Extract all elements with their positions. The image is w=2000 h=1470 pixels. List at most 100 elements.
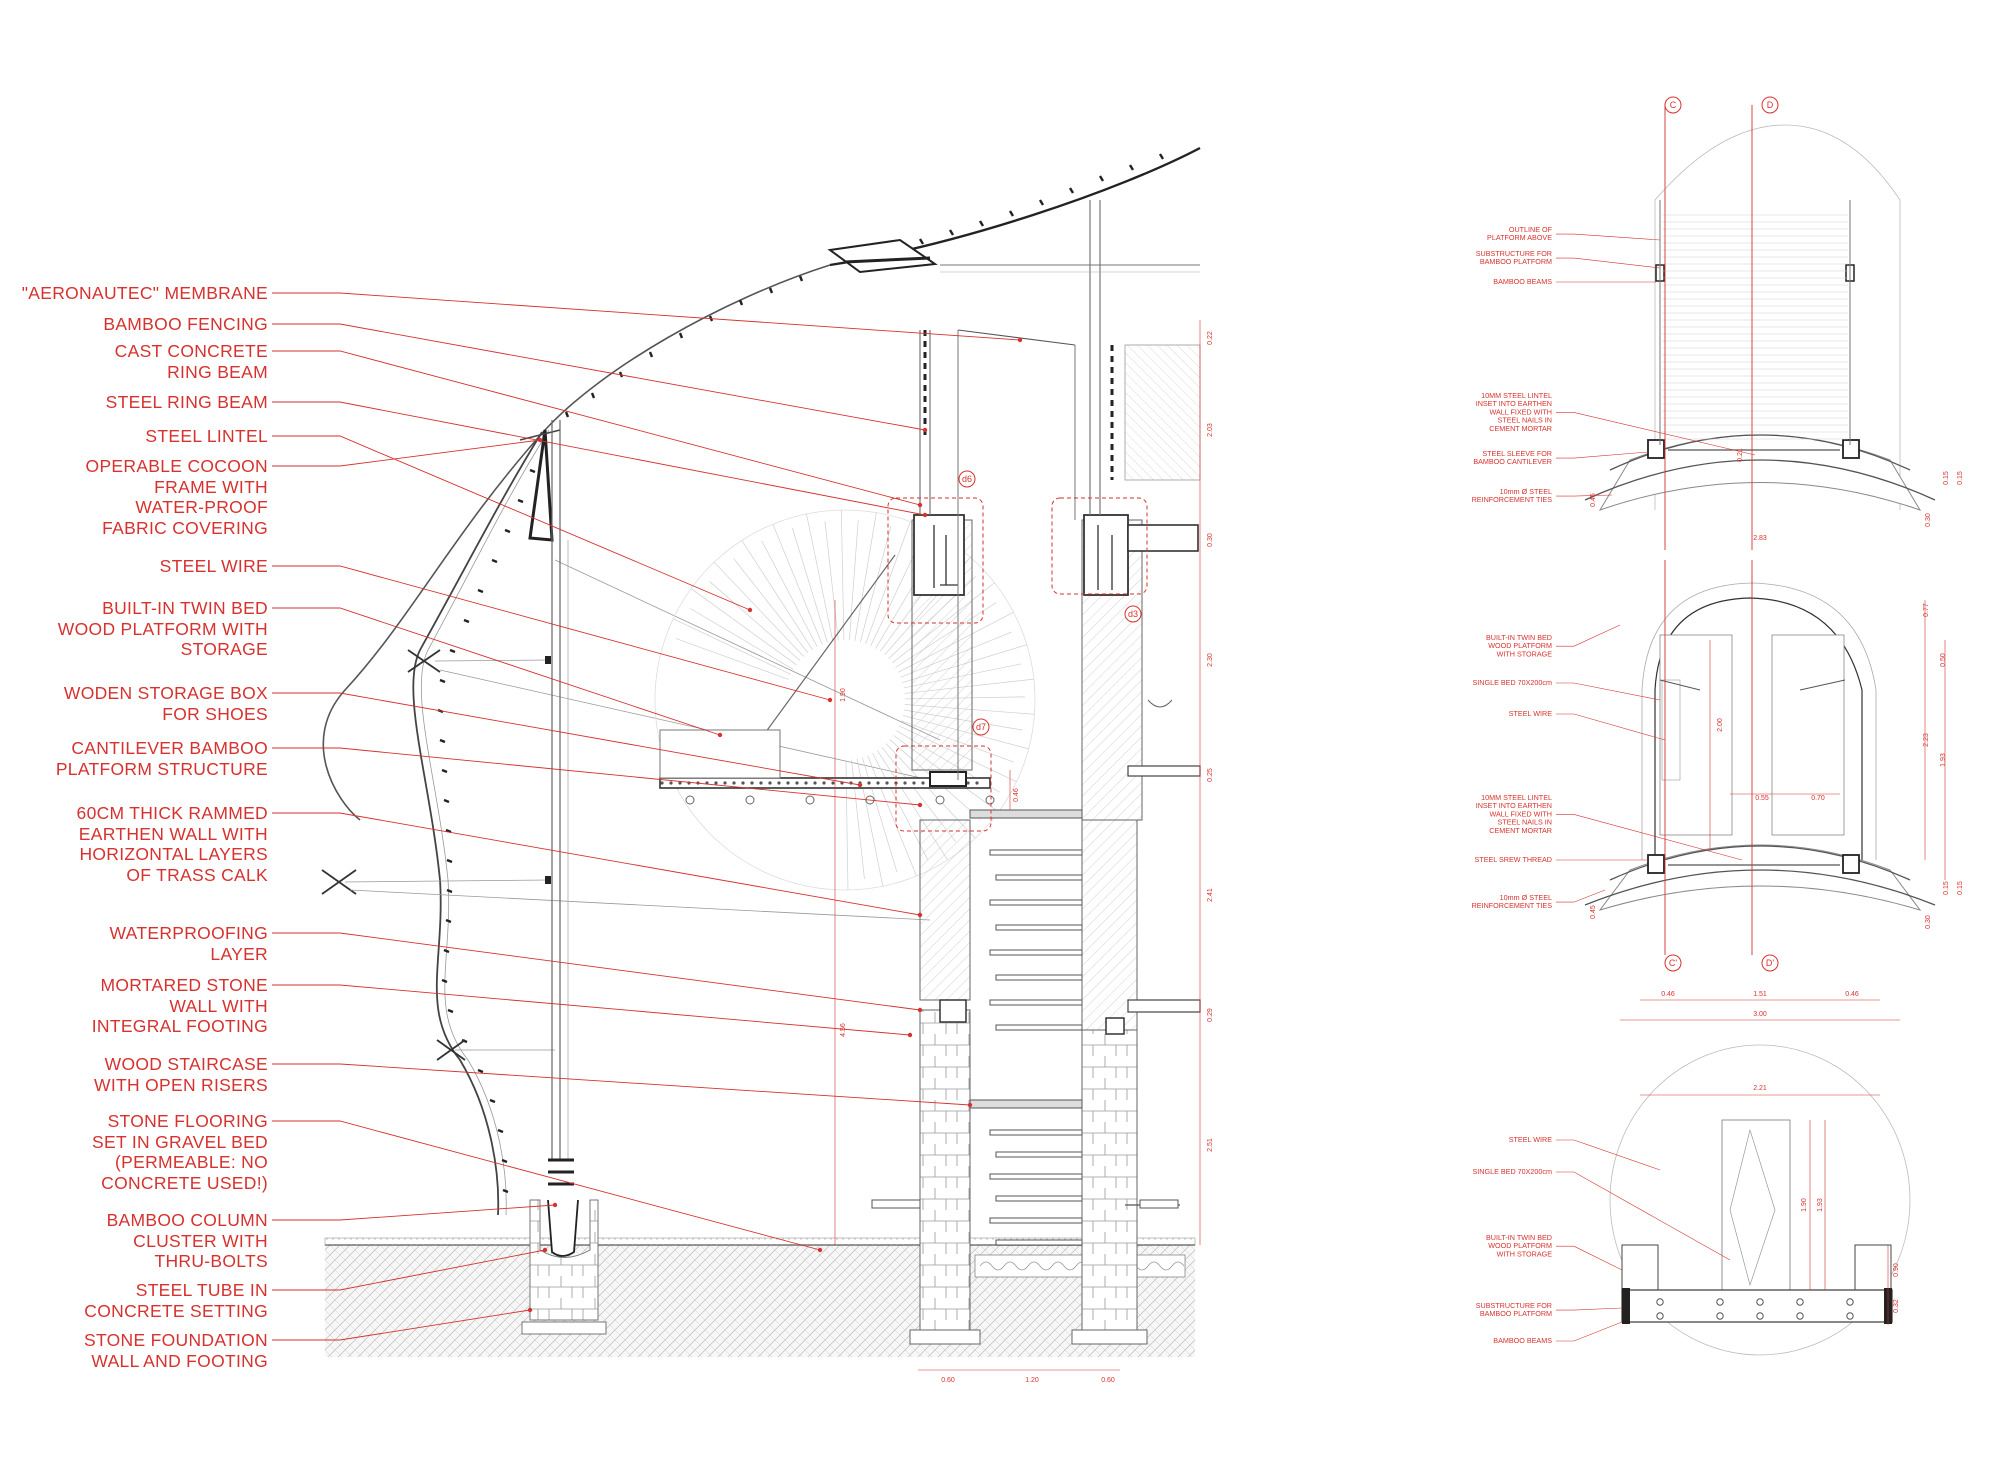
- plan-leader: [1556, 233, 1661, 241]
- leader-line: [272, 692, 861, 786]
- callout-label: STONE FOUNDATION WALL AND FOOTING: [83, 1330, 268, 1371]
- plan-dimension-label: 3.00: [1753, 1011, 1767, 1018]
- plan-leader: [1556, 1245, 1623, 1271]
- leader-dot: [907, 1032, 913, 1038]
- dimension-label: 0.46: [1013, 788, 1020, 802]
- detail-tags: d6 d3 d7: [887, 470, 1148, 832]
- leader-line: [272, 439, 541, 467]
- plan-leader: [1556, 1139, 1661, 1171]
- callout-label: WATERPROOFING LAYER: [109, 923, 268, 964]
- callout-label: CANTILEVER BAMBOO PLATFORM STRUCTURE: [55, 738, 268, 779]
- callout-label: 60CM THICK RAMMED EARTHEN WALL WITH HORI…: [76, 803, 268, 885]
- leader-dot: [537, 437, 543, 443]
- plan-leader: [1556, 624, 1621, 647]
- leader-line: [272, 401, 926, 516]
- plan-dimension-label: 0.45: [1590, 905, 1597, 919]
- dimension-label: 4.56: [840, 1023, 847, 1037]
- callout-label: STEEL TUBE IN CONCRETE SETTING: [84, 1280, 268, 1321]
- callout-label: "AERONAUTEC" MEMBRANE: [21, 283, 268, 303]
- section-marker-d-prime: D': [1766, 958, 1774, 968]
- plan-leader: [1556, 1171, 1731, 1261]
- plan-leader: [1556, 713, 1666, 741]
- plan-leader: [1556, 814, 1743, 861]
- plan-dimension-label: 0.15: [1957, 471, 1964, 485]
- plan-mid: C' D': [1584, 560, 1946, 1021]
- leader-line: [272, 812, 921, 916]
- plan-dimension-label: 0.46: [1661, 991, 1675, 998]
- earthen-walls: [871, 200, 1201, 1345]
- dimension-label: 0.60: [941, 1377, 955, 1384]
- plan-dimension-label: 0.90: [1893, 1263, 1900, 1277]
- plan-label: SINGLE BED 70X200cm: [1473, 1167, 1553, 1176]
- callout-label: WOOD STAIRCASE WITH OPEN RISERS: [94, 1054, 268, 1095]
- plan-label: BAMBOO BEAMS: [1493, 277, 1552, 286]
- detail-tag-d6: d6: [962, 474, 972, 484]
- section-marker-d: D: [1767, 100, 1774, 110]
- callout-label: STEEL RING BEAM: [105, 392, 268, 412]
- callout-label: CAST CONCRETE RING BEAM: [114, 341, 268, 382]
- leader-dot: [917, 502, 923, 508]
- plan-dimension-label: 0.32: [1893, 1299, 1900, 1313]
- stone-flooring: [324, 1237, 1196, 1246]
- callout-label: STEEL WIRE: [159, 556, 268, 576]
- leader-line: [272, 984, 911, 1036]
- dimension-label: 2.51: [1207, 1138, 1214, 1152]
- dimension-label: 0.30: [1207, 533, 1214, 547]
- callout-label: BAMBOO COLUMN CLUSTER WITH THRU-BOLTS: [106, 1210, 268, 1271]
- plan-leader: [1556, 682, 1661, 701]
- plan-dimension-label: 1.51: [1753, 991, 1767, 998]
- detail-tag-d3: d3: [1128, 609, 1138, 619]
- plan-dimension-label: 0.15: [1957, 881, 1964, 895]
- leader-dot: [542, 1247, 548, 1253]
- leader-dot: [717, 732, 723, 738]
- plan-label: STEEL SREW THREAD: [1475, 855, 1552, 864]
- leader-line: [272, 1204, 556, 1221]
- plan-dimension-label: 0.50: [1940, 653, 1947, 667]
- section-dimensions: [834, 320, 1201, 1371]
- dimension-label: 2.03: [1207, 423, 1214, 437]
- section-marker-c-prime: C': [1669, 958, 1677, 968]
- plan-dimension-label: 1.93: [1940, 753, 1947, 767]
- leader-line: [272, 323, 926, 431]
- callout-label: STEEL LINTEL: [145, 426, 268, 446]
- leader-dot: [1017, 337, 1023, 343]
- leader-dot: [917, 912, 923, 918]
- ground: [324, 1237, 1196, 1357]
- leader-line: [272, 607, 721, 736]
- plan-leader: [1556, 257, 1661, 269]
- dimension-label: 0.60: [1101, 1377, 1115, 1384]
- plan-dimension-label: 0.70: [1811, 795, 1825, 802]
- plan-bottom: [1609, 1044, 1911, 1356]
- plan-dimension-label: 1.93: [1817, 1198, 1824, 1212]
- leader-dot: [967, 1102, 973, 1108]
- plan-dimension-label: 2.00: [1717, 718, 1724, 732]
- gravel-bed: [974, 1254, 1186, 1278]
- leader-dot: [827, 697, 833, 703]
- plan-leader: [1556, 451, 1649, 459]
- callout-label: WODEN STORAGE BOX FOR SHOES: [63, 683, 268, 724]
- callout-label: OPERABLE COCOON FRAME WITH WATER-PROOF F…: [85, 456, 268, 538]
- plan-leader: [1556, 494, 1613, 497]
- spiral-stair: [654, 509, 1036, 891]
- callout-label: BUILT-IN TWIN BED WOOD PLATFORM WITH STO…: [57, 598, 268, 659]
- leader-dot: [527, 1307, 533, 1313]
- plan-dimension-label: 0.46: [1845, 991, 1859, 998]
- dimension-label: 2.30: [1207, 653, 1214, 667]
- plan-dimension-label: 0.55: [1755, 795, 1769, 802]
- leader-line: [272, 932, 921, 1011]
- dimension-label: 0.25: [1207, 768, 1214, 782]
- plan-dimension-label: 0.21: [1737, 448, 1744, 462]
- leader-line: [272, 1063, 971, 1106]
- dimension-label: 1.90: [840, 688, 847, 702]
- plan-dimension-label: 0.77: [1923, 603, 1930, 617]
- leader-line: [272, 350, 921, 506]
